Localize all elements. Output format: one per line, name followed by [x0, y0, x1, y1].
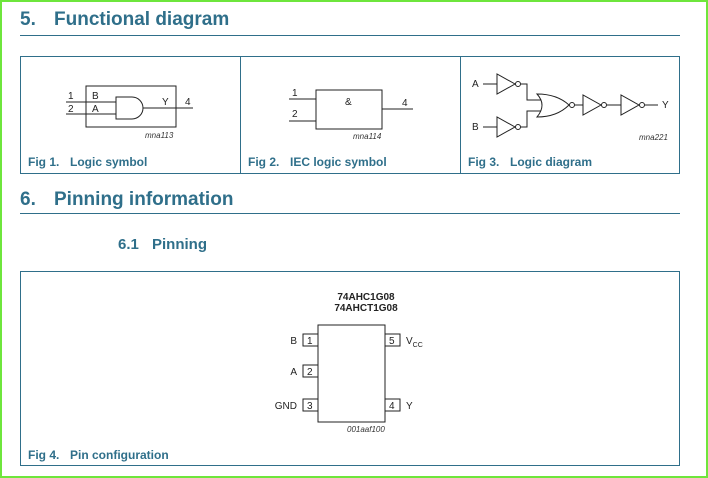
fig4-pin5-name: VCC	[406, 336, 423, 349]
fig4-pin1-number: 1	[307, 336, 313, 347]
fig2-ref-code: mna114	[353, 132, 382, 141]
fig3-logic-diagram: A B Y mna221	[472, 73, 669, 142]
fig1-box: 1 2 B A Y 4 mna113 Fig 1. Logic symbol	[20, 56, 241, 174]
fig3-ref-code: mna221	[639, 133, 668, 142]
fig4-caption-text: Pin configuration	[70, 448, 169, 462]
fig3-caption-text: Logic diagram	[510, 155, 593, 169]
fig2-caption-text: IEC logic symbol	[290, 155, 387, 169]
fig1-pin1-number: 1	[68, 91, 74, 102]
fig2-pin1-number: 1	[292, 88, 298, 99]
fig1-input-a-label: A	[92, 104, 99, 115]
subsection-number: 6.1	[118, 236, 139, 253]
section-6-rule	[20, 213, 680, 214]
fig3-box: A B Y mna221 Fig 3. Logic diagram	[460, 56, 680, 174]
fig2-and-symbol: &	[345, 97, 352, 108]
fig3-number: Fig 3.	[468, 155, 500, 169]
fig4-pin4-number: 4	[389, 401, 395, 412]
fig1-input-b-label: B	[92, 91, 99, 102]
fig4-pin5-name-sub: CC	[413, 342, 423, 349]
fig1-caption: Fig 1. Logic symbol	[28, 155, 147, 169]
fig4-box: 74AHC1G08 74AHCT1G08 1 B 2 A 3 GND 4 Y 5…	[20, 271, 680, 466]
fig2-number: Fig 2.	[248, 155, 280, 169]
subsection-title: Pinning	[152, 236, 207, 253]
section-6-number: 6.	[20, 189, 36, 210]
section-5-title: Functional diagram	[54, 9, 230, 30]
fig3-caption: Fig 3. Logic diagram	[468, 155, 592, 169]
fig1-ref-code: mna113	[145, 131, 174, 140]
section-5-heading: 5. Functional diagram	[20, 9, 229, 31]
fig4-pin3-name: GND	[275, 401, 297, 412]
fig1-logic-symbol: 1 2 B A Y 4 mna113	[66, 85, 193, 140]
fig3-input-a-label: A	[472, 79, 479, 90]
section-5-rule	[20, 35, 680, 36]
fig4-device-name-1: 74AHC1G08	[337, 292, 395, 303]
fig4-number: Fig 4.	[28, 448, 60, 462]
fig1-pin4-number: 4	[185, 97, 191, 108]
fig4-ref-code: 001aaf100	[347, 425, 385, 434]
fig4-pin4-name: Y	[406, 401, 413, 412]
fig4-pin3-number: 3	[307, 401, 313, 412]
fig1-output-y-label: Y	[162, 97, 169, 108]
fig2-pin2-number: 2	[292, 109, 298, 120]
fig4-pin1-name: B	[290, 336, 297, 347]
fig3-output-y-label: Y	[662, 100, 669, 111]
section-5-number: 5.	[20, 9, 36, 30]
fig2-box: 1 2 & 4 mna114 Fig 2. IEC logic symbol	[240, 56, 461, 174]
section-6-heading: 6. Pinning information	[20, 189, 233, 211]
subsection-6-1-heading: 6.1 Pinning	[118, 236, 207, 253]
fig4-pin-configuration: 74AHC1G08 74AHCT1G08 1 B 2 A 3 GND 4 Y 5…	[275, 292, 423, 434]
fig2-caption: Fig 2. IEC logic symbol	[248, 155, 387, 169]
fig4-pin5-name-main: V	[406, 336, 413, 347]
fig1-pin2-number: 2	[68, 104, 74, 115]
fig4-pin5-number: 5	[389, 336, 395, 347]
fig2-pin4-number: 4	[402, 98, 408, 109]
section-6-title: Pinning information	[54, 189, 234, 210]
fig4-pin2-name: A	[290, 367, 297, 378]
fig4-pin2-number: 2	[307, 367, 313, 378]
fig1-number: Fig 1.	[28, 155, 60, 169]
fig2-iec-logic-symbol: 1 2 & 4 mna114	[289, 88, 413, 141]
fig4-device-name-2: 74AHCT1G08	[334, 303, 398, 314]
fig4-caption: Fig 4. Pin configuration	[28, 448, 169, 462]
fig3-input-b-label: B	[472, 122, 479, 133]
fig1-caption-text: Logic symbol	[70, 155, 148, 169]
